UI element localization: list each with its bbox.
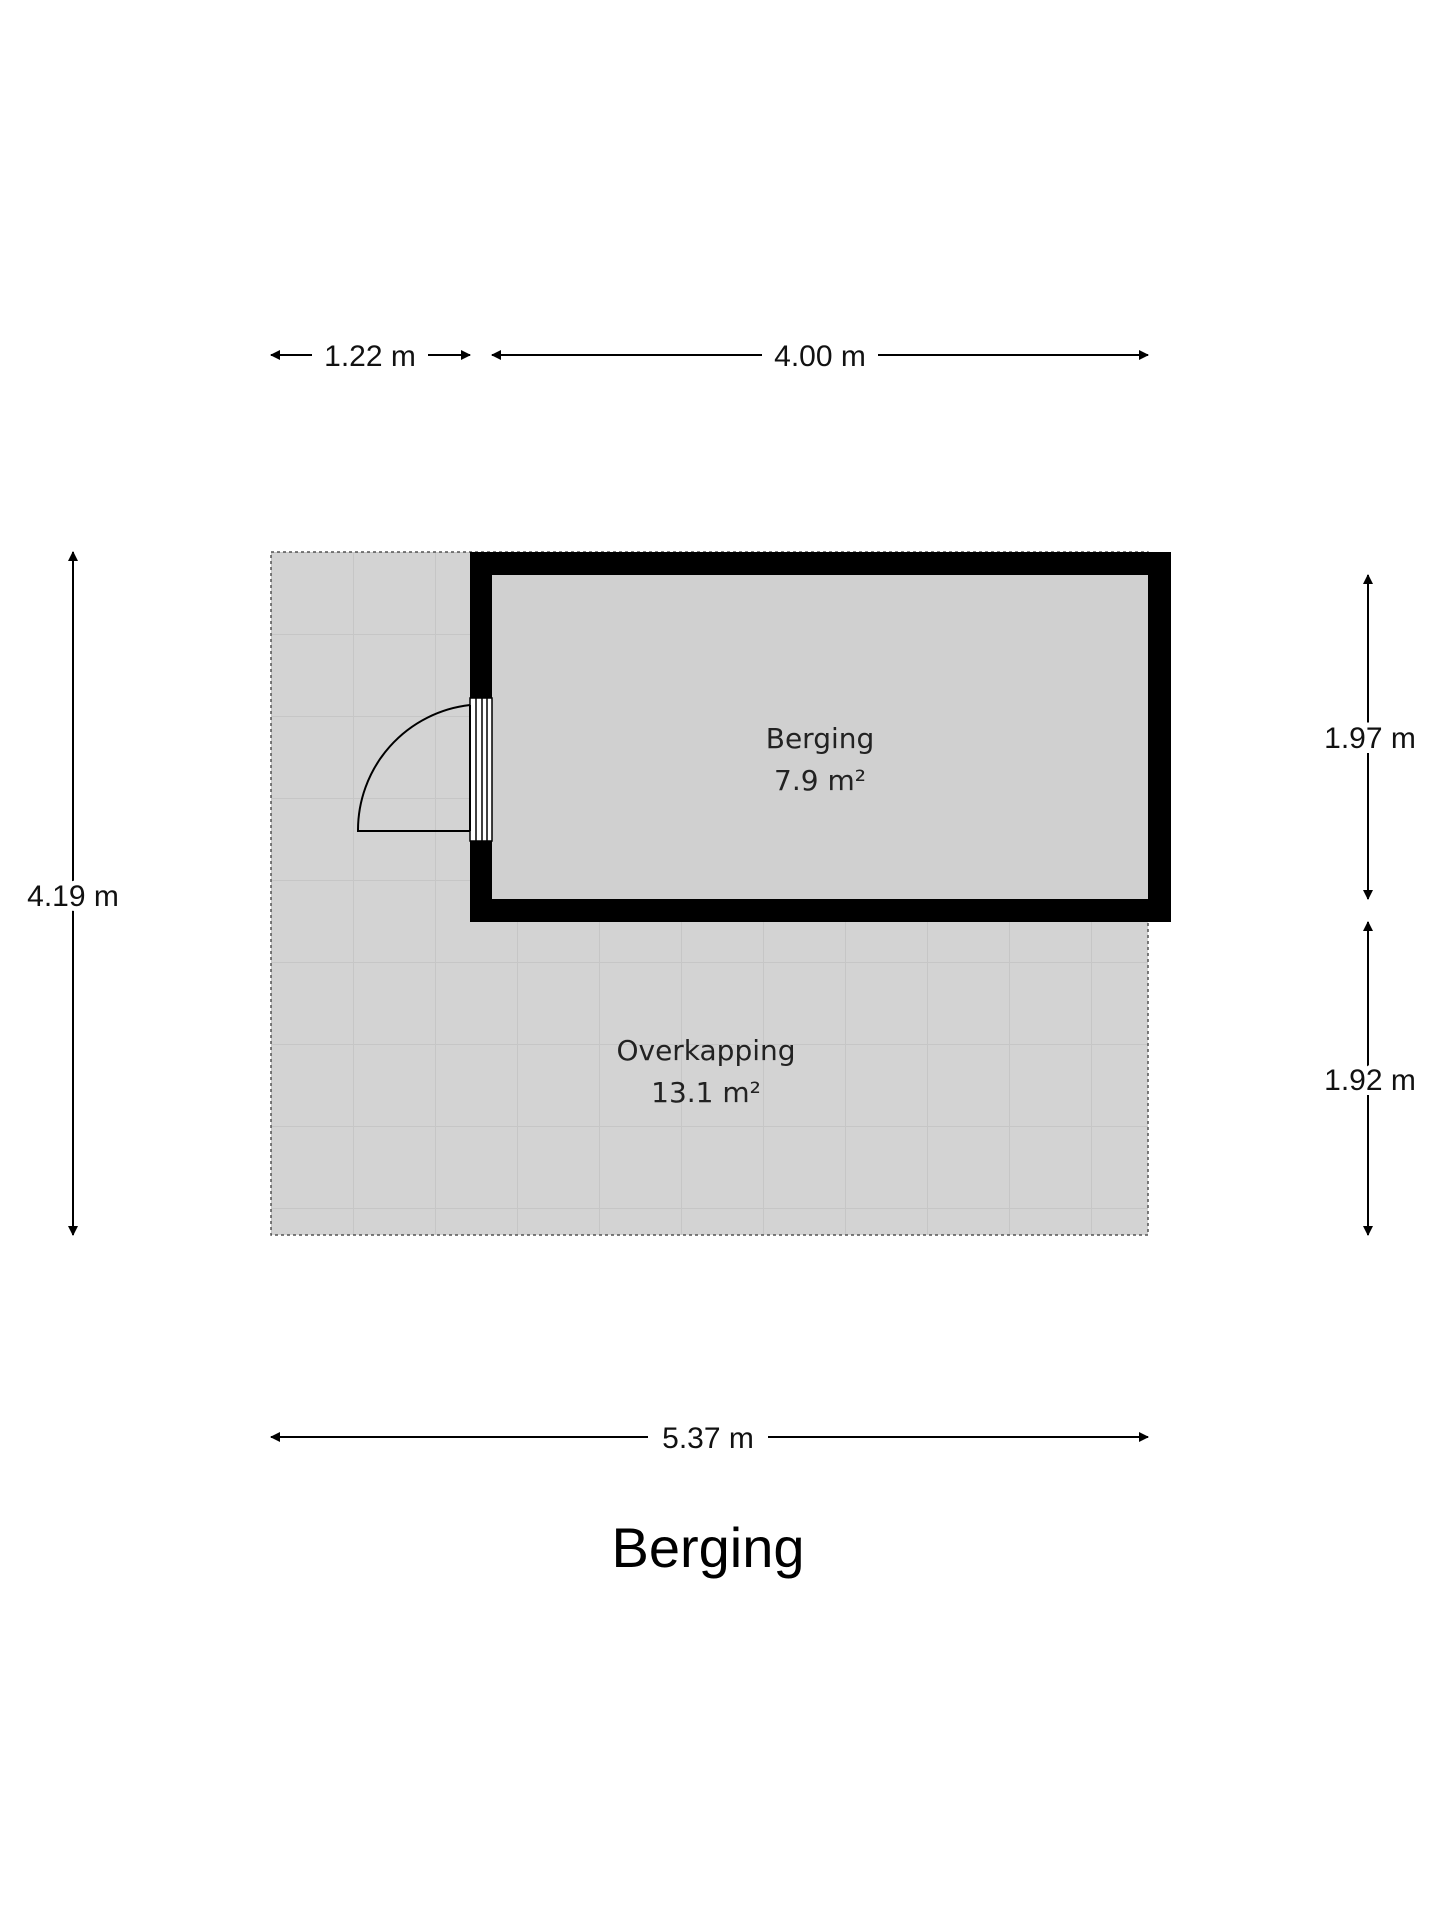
room-label-overkapping: Overkapping — [616, 1034, 795, 1067]
dimension-top-right: 4.00 m — [491, 340, 1149, 373]
dimension-label-bottom: 5.37 m — [662, 1422, 754, 1455]
wall-left-upper — [470, 552, 492, 698]
dimension-left: 4.19 m — [22, 551, 124, 1236]
wall-left-lower — [470, 841, 492, 922]
berging-walls — [470, 552, 1171, 922]
dimension-top-left: 1.22 m — [270, 340, 471, 373]
door-icon — [356, 697, 493, 842]
wall-right — [1148, 552, 1171, 922]
wall-bottom — [470, 899, 1171, 922]
dimension-right-lower: 1.92 m — [1319, 921, 1421, 1236]
dimension-label-right-lower: 1.92 m — [1324, 1064, 1416, 1097]
door-swing-arc — [356, 704, 471, 832]
dimension-label-right-upper: 1.97 m — [1324, 722, 1416, 755]
dimension-label-top-right: 4.00 m — [774, 340, 866, 373]
wall-top — [470, 552, 1171, 575]
room-area-overkapping: 13.1 m² — [651, 1076, 761, 1109]
plan-title: Berging — [611, 1516, 804, 1579]
dimension-label-left: 4.19 m — [27, 880, 119, 913]
room-label-berging: Berging — [766, 722, 875, 755]
room-area-berging: 7.9 m² — [774, 764, 866, 797]
dimension-right-upper: 1.97 m — [1319, 574, 1421, 900]
berging-room-floor — [492, 575, 1148, 899]
dimension-bottom: 5.37 m — [270, 1422, 1149, 1455]
dimension-label-top-left: 1.22 m — [324, 340, 416, 373]
